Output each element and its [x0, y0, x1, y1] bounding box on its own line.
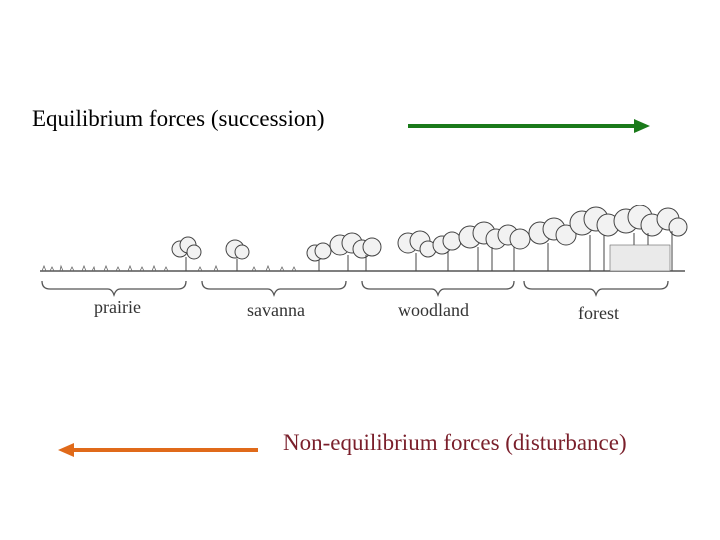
zone-label-woodland: woodland — [398, 300, 469, 320]
prairie-shrub-icon — [171, 236, 202, 271]
forest-trees-icon — [528, 205, 688, 272]
zone-braces — [41, 280, 669, 298]
disturbance-arrow — [58, 443, 258, 457]
woodland-trees-icon — [397, 221, 531, 271]
zone-label-prairie: prairie — [94, 297, 141, 317]
non-equilibrium-label: Non-equilibrium forces (disturbance) — [283, 430, 627, 455]
equilibrium-label: Equilibrium forces (succession) — [32, 106, 325, 131]
vegetation-gradient-illustration — [40, 205, 688, 298]
grass-tufts — [41, 264, 297, 272]
succession-arrow — [408, 119, 650, 133]
zone-label-savanna: savanna — [247, 300, 305, 320]
zone-label-forest: forest — [578, 303, 619, 323]
savanna-trees-icon — [225, 232, 382, 271]
